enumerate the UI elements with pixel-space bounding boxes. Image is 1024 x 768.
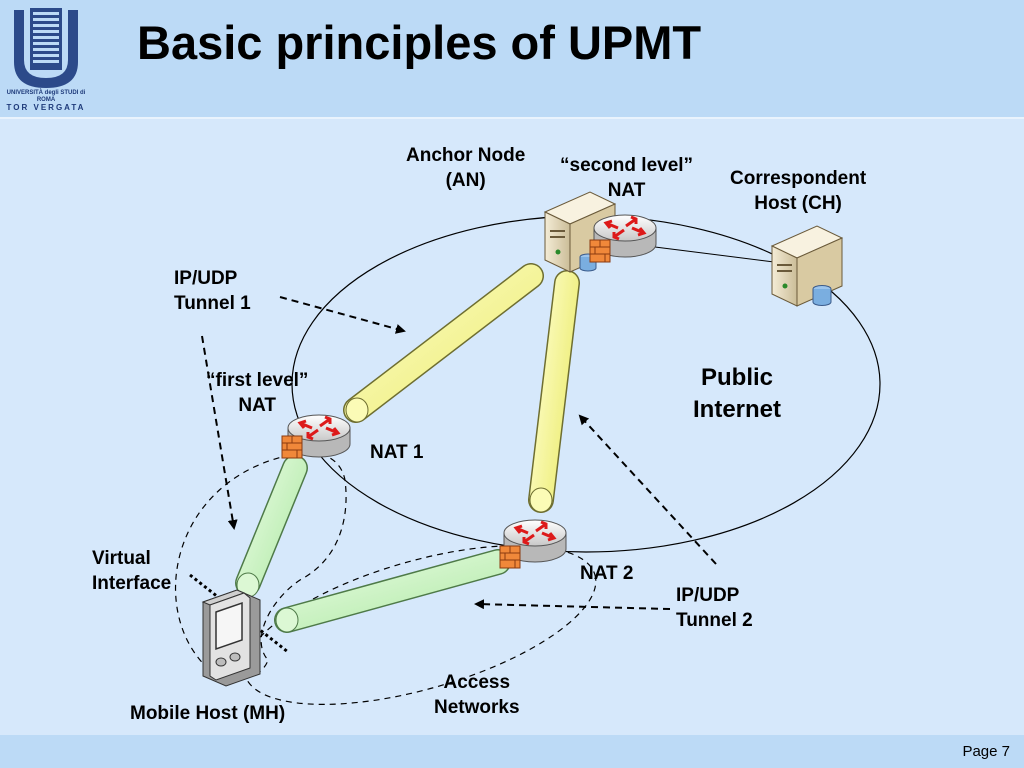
nat1-label: NAT 1 (370, 442, 424, 463)
anchor-node-label: Anchor Node (AN) (406, 145, 526, 191)
access-network-1 (174, 451, 347, 680)
university-tower-logo (14, 8, 78, 88)
tunnel1-pointer-arrow (279, 296, 406, 334)
tunnel-1-access-segment (235, 455, 308, 598)
tunnel2-access-pointer-arrow (474, 599, 671, 610)
nat1-router-icon (281, 414, 351, 459)
page-title: Basic principles of UPMT (137, 16, 702, 69)
logo-line-1: UNIVERSITÀ degli STUDI di ROMA (6, 90, 86, 103)
second-level-nat-router-icon (589, 214, 657, 263)
header-divider (0, 117, 1024, 119)
tunnel-2-access-segment (274, 549, 511, 633)
footer-band (0, 735, 1024, 768)
nat2-router-icon (499, 519, 567, 569)
tunnel2-core-pointer-arrow (578, 414, 717, 565)
tunnel-2-an-segment (528, 270, 580, 513)
an-ch-link (654, 246, 783, 264)
first-level-nat-label: “first level” NAT (206, 370, 309, 416)
mobile-host-device-icon (201, 589, 261, 687)
logo-line-2: TOR VERGATA (6, 103, 86, 112)
logo-caption: UNIVERSITÀ degli STUDI di ROMA TOR VERGA… (4, 90, 88, 112)
public-internet-label: Public Internet (693, 364, 782, 423)
virtual-interface-pointer-arrow (201, 335, 238, 530)
tunnel2-label: IP/UDP Tunnel 2 (676, 585, 753, 631)
correspondent-host-label: Correspondent Host (CH) (730, 168, 867, 214)
correspondent-host-server-icon (770, 225, 844, 307)
header-band (0, 0, 1024, 117)
page-number: Page 7 (962, 743, 1010, 760)
tunnel-1-an-segment (343, 263, 544, 423)
tunnel1-label: IP/UDP Tunnel 1 (174, 268, 251, 314)
nat2-label: NAT 2 (580, 563, 634, 584)
second-level-nat-label: “second level” NAT (560, 155, 694, 201)
virtual-interface-label: Virtual Interface (92, 548, 172, 594)
mobile-host-label: Mobile Host (MH) (130, 703, 286, 724)
access-networks-label: Access Networks (434, 672, 520, 718)
